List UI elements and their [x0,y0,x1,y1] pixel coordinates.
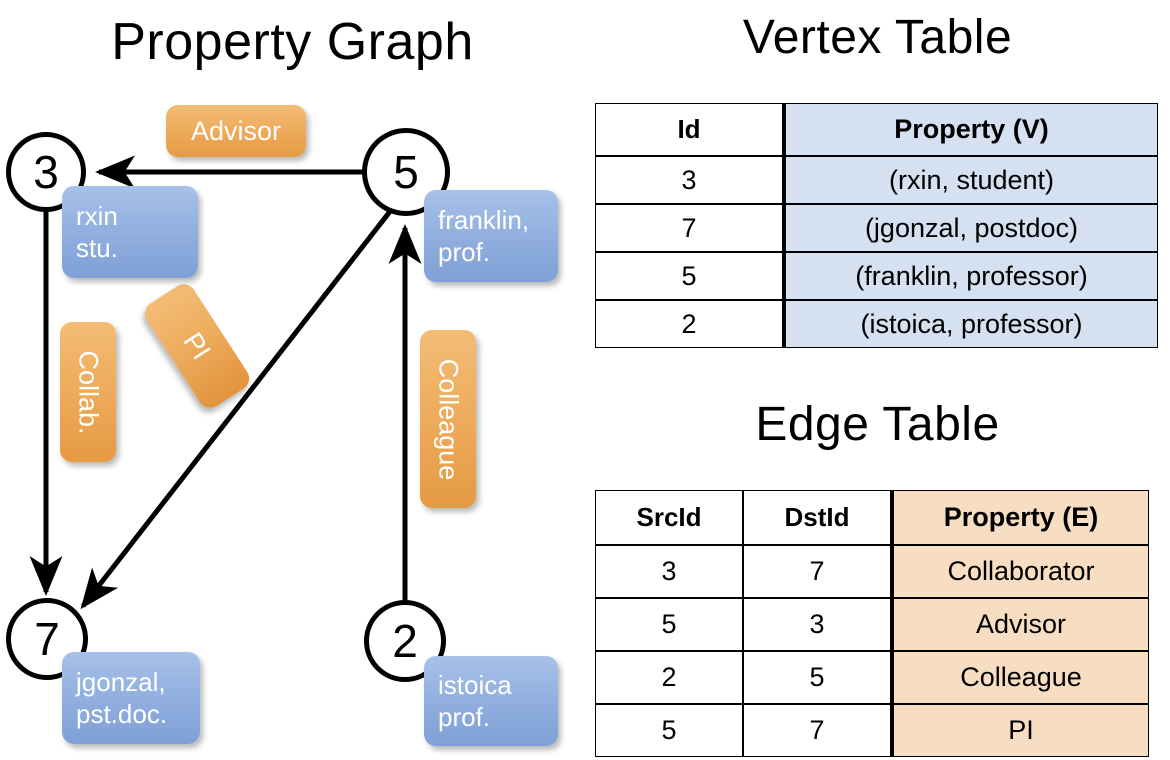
table-row[interactable]: 5 (franklin, professor) [595,252,1158,300]
vertex-property-box-jgonzal[interactable]: jgonzal, pst.doc. [62,652,200,744]
table-row[interactable]: 3 7 Collaborator [595,545,1149,598]
edge-cell-property: Colleague [891,651,1149,704]
graph-edges-svg [29,155,422,610]
vertex-cell-property: (istoica, professor) [783,300,1158,348]
edge-cell-dstid: 7 [743,704,891,757]
edge-cell-srcid: 5 [595,598,743,651]
vertex-cell-id: 2 [595,300,783,348]
page-title-edge-table: Edge Table [755,398,1000,451]
vertex-table-header-id: Id [595,103,783,156]
vertex-property-istoica-line2: prof. [438,702,491,732]
edge-5-to-7-pi [80,203,397,610]
vertex-cell-property: (franklin, professor) [783,252,1158,300]
edge-table-header-row: SrcId DstId Property (E) [595,490,1149,545]
edge-cell-srcid: 5 [595,704,743,757]
graph-node-7-label: 7 [34,613,60,665]
vertex-table-header-property: Property (V) [783,103,1158,156]
vertex-property-box-franklin[interactable]: franklin, prof. [424,190,558,282]
edge-label-colleague: Colleague [433,358,464,480]
graph-node-5-label: 5 [393,146,419,198]
vertex-cell-property: (jgonzal, postdoc) [783,204,1158,252]
graph-node-2-label: 2 [392,615,418,667]
table-row[interactable]: 3 (rxin, student) [595,156,1158,204]
edge-table-header-srcid: SrcId [595,490,743,545]
edge-label-advisor: Advisor [190,115,282,146]
property-graph-diagram: 3 5 7 2 rxin stu. franklin, prof. jgonza… [6,105,558,746]
vertex-cell-property: (rxin, student) [783,156,1158,204]
edge-table-header-dstid: DstId [743,490,891,545]
table-row[interactable]: 2 (istoica, professor) [595,300,1158,348]
edge-cell-dstid: 7 [743,545,891,598]
vertex-property-franklin-line2: prof. [438,237,491,267]
edge-table: SrcId DstId Property (E) 3 7 Collaborato… [595,490,1149,757]
edge-cell-property: Advisor [891,598,1149,651]
graph-node-3-label: 3 [33,146,59,198]
vertex-table-header-row: Id Property (V) [595,103,1158,156]
vertex-property-rxin-line2: stu. [76,233,118,263]
vertex-cell-id: 5 [595,252,783,300]
edge-cell-dstid: 5 [743,651,891,704]
table-row[interactable]: 7 (jgonzal, postdoc) [595,204,1158,252]
table-row[interactable]: 2 5 Colleague [595,651,1149,704]
edge-table-header-property: Property (E) [891,490,1149,545]
edge-label-pi: PI [177,326,217,365]
vertex-property-jgonzal-line1: jgonzal, [76,666,166,697]
graph-node-5[interactable]: 5 [362,128,450,216]
edge-label-box-collab[interactable]: Collab. [60,322,116,462]
page-title-vertex-table: Vertex Table [742,11,1013,64]
graph-node-2[interactable]: 2 [364,600,446,682]
edge-label-collab: Collab. [73,349,104,435]
edge-cell-srcid: 2 [595,651,743,704]
page-title-property-graph: Property Graph [111,13,474,71]
vertex-cell-id: 7 [595,204,783,252]
vertex-table: Id Property (V) 3 (rxin, student) 7 (jgo… [595,103,1158,348]
vertex-property-franklin-line1: franklin, [438,204,530,235]
vertex-property-jgonzal-line2: pst.doc. [76,699,168,729]
edge-cell-dstid: 3 [743,598,891,651]
table-row[interactable]: 5 7 PI [595,704,1149,757]
vertex-property-rxin-line1: rxin [76,200,118,231]
edge-label-box-advisor[interactable]: Advisor [166,105,306,157]
edge-cell-property: Collaborator [891,545,1149,598]
edge-cell-property: PI [891,704,1149,757]
edge-label-box-colleague[interactable]: Colleague [420,330,476,508]
edge-cell-srcid: 3 [595,545,743,598]
vertex-property-istoica-line1: istoica [438,669,512,700]
table-row[interactable]: 5 3 Advisor [595,598,1149,651]
vertex-property-box-istoica[interactable]: istoica prof. [424,656,558,746]
vertex-property-box-rxin[interactable]: rxin stu. [62,186,198,278]
vertex-cell-id: 3 [595,156,783,204]
